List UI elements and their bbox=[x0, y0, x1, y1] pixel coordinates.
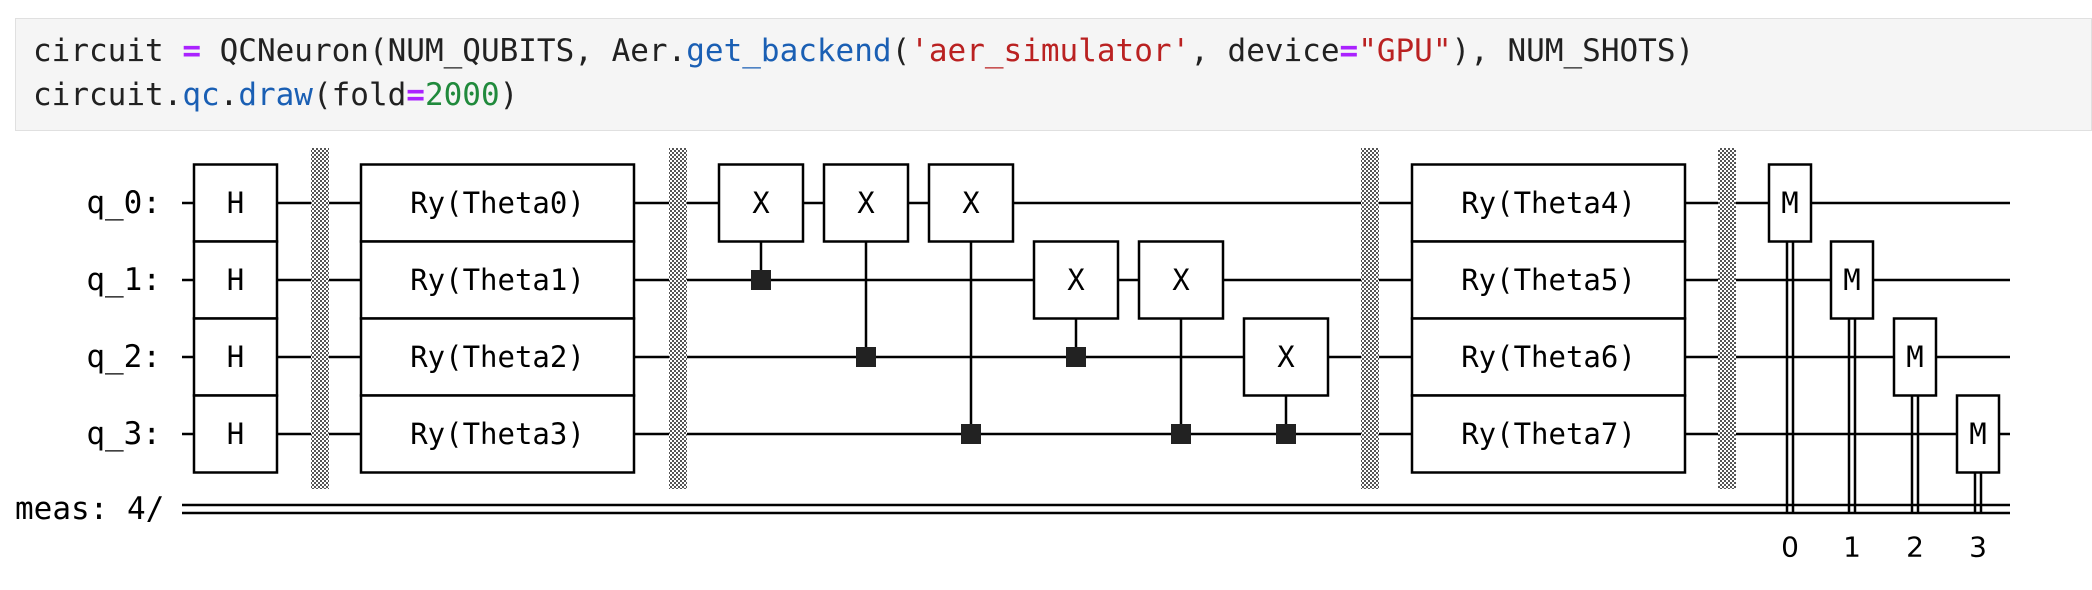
x-gate-label: X bbox=[962, 186, 980, 220]
x-gate bbox=[822, 163, 910, 243]
code-token: ) bbox=[499, 77, 519, 113]
ry-gate bbox=[359, 317, 636, 397]
ry-gate-label: Ry(Theta6) bbox=[1461, 340, 1636, 374]
barrier bbox=[1361, 148, 1379, 489]
measure-index: 2 bbox=[1906, 531, 1924, 564]
control-dot bbox=[751, 270, 771, 290]
code-number: 2000 bbox=[424, 77, 500, 113]
ry-gate bbox=[359, 394, 636, 474]
h-gate-label: H bbox=[227, 417, 244, 451]
ry-gate bbox=[1410, 240, 1687, 320]
ry-gate bbox=[1410, 317, 1687, 397]
measure-index: 3 bbox=[1969, 531, 1987, 564]
ry-gate bbox=[359, 240, 636, 320]
ry-gate-label: Ry(Theta2) bbox=[410, 340, 585, 374]
measure-index: 0 bbox=[1781, 531, 1799, 564]
control-dot bbox=[961, 424, 981, 444]
ry-gate-label: Ry(Theta1) bbox=[410, 263, 585, 297]
x-gate-label: X bbox=[1172, 263, 1190, 297]
code-line-1: circuit = QCNeuron(NUM_QUBITS, Aer.get_b… bbox=[33, 29, 1694, 73]
qubit-label: q_1: bbox=[86, 262, 161, 298]
barrier bbox=[1718, 148, 1736, 489]
x-gate-label: X bbox=[1277, 340, 1295, 374]
code-cell[interactable]: circuit = QCNeuron(NUM_QUBITS, Aer.get_b… bbox=[15, 18, 2092, 131]
code-function: get_backend bbox=[686, 33, 892, 69]
x-gate bbox=[927, 163, 1015, 243]
measure-gate bbox=[1955, 394, 2001, 474]
x-gate bbox=[1032, 240, 1120, 320]
measure-index: 1 bbox=[1843, 531, 1861, 564]
code-string: "GPU" bbox=[1358, 33, 1452, 69]
ry-gate-label: Ry(Theta3) bbox=[410, 417, 585, 451]
control-dot bbox=[1276, 424, 1296, 444]
code-function: draw bbox=[238, 77, 313, 113]
code-token: (fold bbox=[312, 77, 407, 113]
classical-label: meas: 4/ bbox=[15, 491, 164, 527]
ry-gate-label: Ry(Theta0) bbox=[410, 186, 585, 220]
h-gate-label: H bbox=[227, 186, 244, 220]
x-gate-label: X bbox=[1067, 263, 1085, 297]
code-token: circuit. bbox=[33, 77, 183, 113]
control-dot bbox=[1171, 424, 1191, 444]
code-token: , device bbox=[1190, 33, 1340, 69]
code-operator: = bbox=[182, 33, 201, 69]
code-line-2: circuit.qc.draw(fold=2000) bbox=[33, 73, 518, 117]
ry-gate-label: Ry(Theta5) bbox=[1461, 263, 1636, 297]
code-token: ), NUM_SHOTS) bbox=[1451, 33, 1695, 69]
ry-gate bbox=[359, 163, 636, 243]
h-gate-label: H bbox=[227, 263, 244, 297]
qubit-label: q_0: bbox=[86, 185, 161, 221]
measure-gate-label: M bbox=[1843, 263, 1860, 297]
h-gate bbox=[192, 394, 279, 474]
h-gate-label: H bbox=[227, 340, 244, 374]
measure-gate-label: M bbox=[1906, 340, 1923, 374]
x-gate-label: X bbox=[752, 186, 770, 220]
code-attribute: qc bbox=[182, 77, 220, 113]
code-operator: = bbox=[1339, 33, 1359, 69]
measure-gate-label: M bbox=[1781, 186, 1798, 220]
x-gate-label: X bbox=[857, 186, 875, 220]
ry-gate-label: Ry(Theta7) bbox=[1461, 417, 1636, 451]
ry-gate-label: Ry(Theta4) bbox=[1461, 186, 1636, 220]
x-gate bbox=[717, 163, 805, 243]
code-token: circuit bbox=[33, 33, 183, 69]
control-dot bbox=[856, 347, 876, 367]
code-token: . bbox=[219, 77, 239, 113]
measure-gate bbox=[1767, 163, 1813, 243]
measure-gate-label: M bbox=[1969, 417, 1986, 451]
barrier bbox=[311, 148, 329, 489]
measure-gate bbox=[1829, 240, 1875, 320]
code-string: 'aer_simulator' bbox=[910, 33, 1191, 69]
code-operator: = bbox=[406, 77, 425, 113]
qubit-label: q_3: bbox=[86, 416, 161, 452]
control-dot bbox=[1066, 347, 1086, 367]
barrier bbox=[669, 148, 687, 489]
code-token: QCNeuron(NUM_QUBITS, Aer. bbox=[200, 33, 687, 69]
code-token: ( bbox=[891, 33, 911, 69]
measure-gate bbox=[1892, 317, 1938, 397]
qubit-label: q_2: bbox=[86, 339, 161, 375]
x-gate bbox=[1137, 240, 1225, 320]
x-gate bbox=[1242, 317, 1330, 397]
ry-gate bbox=[1410, 394, 1687, 474]
